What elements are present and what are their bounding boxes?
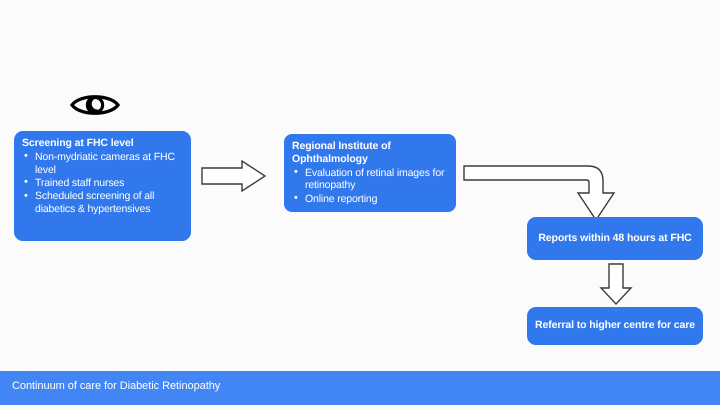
footer-bar [0,371,720,405]
process-box-reports[interactable]: Reports within 48 hours at FHC [527,217,703,260]
box-screening-title: Screening at FHC level [22,137,134,149]
eye-icon-svg [70,95,120,115]
box-institute-title: Regional Institute of Ophthalmology [292,140,391,165]
elbow-block-arrow-icon [463,165,616,222]
list-item: Scheduled screening of all diabetics & h… [22,190,184,216]
down-block-arrow-icon [599,263,633,306]
list-item: Online reporting [292,192,450,206]
footer-caption: Continuum of care for Diabetic Retinopat… [12,380,221,392]
box-referral-label: Referral to higher centre for care [535,319,695,332]
box-institute-bullets: Evaluation of retinal images for retinop… [292,166,450,206]
list-item: Evaluation of retinal images for retinop… [292,166,450,193]
box-reports-label: Reports within 48 hours at FHC [538,231,692,244]
list-item: Non-mydriatic cameras at FHC level [22,150,184,177]
process-box-institute[interactable]: Regional Institute of Ophthalmology Eval… [283,133,457,213]
process-box-screening[interactable]: Screening at FHC level Non-mydriatic cam… [14,131,191,241]
process-box-referral[interactable]: Referral to higher centre for care [527,307,703,345]
eye-icon [70,91,120,119]
box-screening-bullets: Non-mydriatic cameras at FHC level Train… [22,150,184,216]
list-item: Trained staff nurses [22,176,184,190]
right-block-arrow-icon [201,159,267,193]
